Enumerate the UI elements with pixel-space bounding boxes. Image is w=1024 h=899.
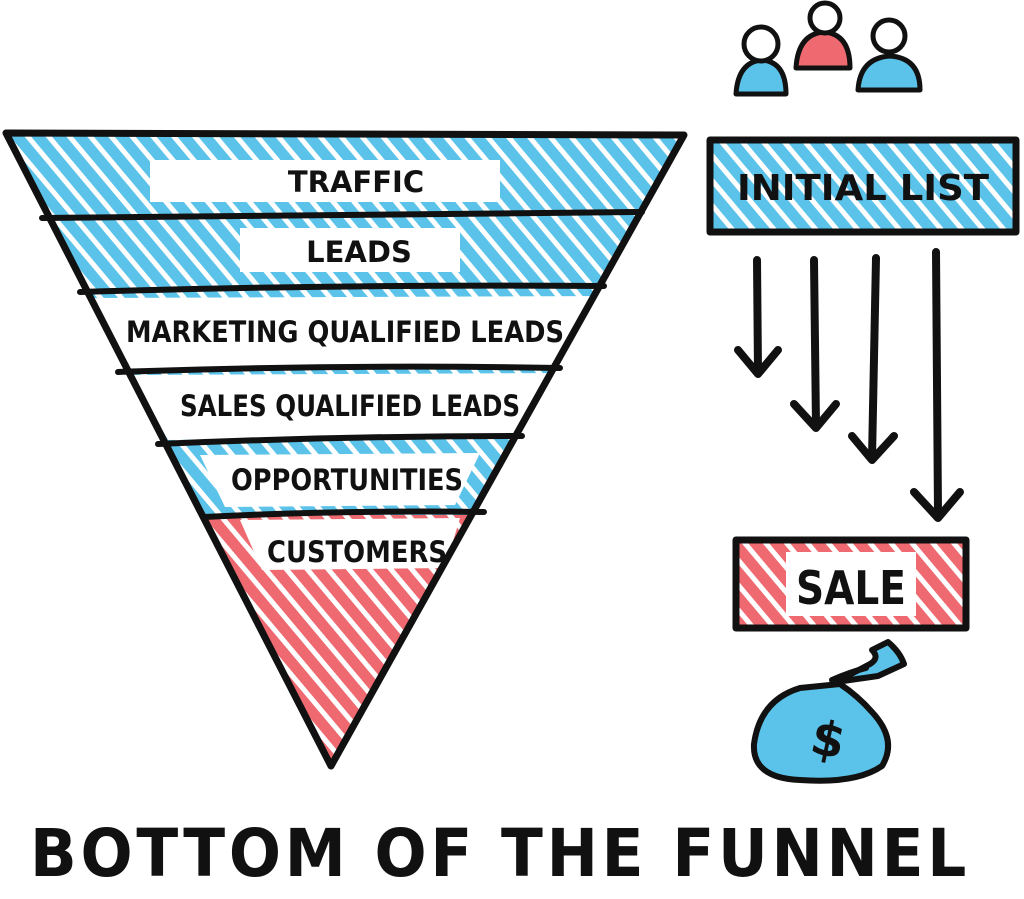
- person-icon: [855, 17, 923, 93]
- person-icon: [733, 24, 789, 97]
- funnel-outline: [2, 129, 688, 770]
- stage-label-opportunities: OPPORTUNITIES: [231, 463, 463, 497]
- down-arrow-icon: [910, 248, 964, 522]
- stage-label-mql: MARKETING QUALIFIED LEADS: [126, 315, 564, 349]
- down-arrow-icon: [848, 254, 898, 464]
- divider-3: [115, 363, 563, 375]
- stage-label-traffic: TRAFFIC: [288, 165, 424, 199]
- initial-list-box: INITIAL LIST: [706, 136, 1020, 236]
- stage-label-sql: SALES QUALIFIED LEADS: [180, 389, 520, 423]
- label-band-leads: [240, 228, 460, 272]
- initial-list-label: INITIAL LIST: [737, 168, 989, 209]
- down-arrow-icon: [734, 256, 782, 378]
- stage-label-customers: CUSTOMERS: [267, 535, 447, 569]
- label-band-customers: [240, 518, 460, 570]
- arrows: [734, 248, 964, 522]
- sale-box: SALE: [732, 536, 970, 632]
- sale-label: SALE: [796, 561, 906, 615]
- funnel: TRAFFIC LEADS MARKETING QUALIFIED LEADS …: [2, 129, 688, 770]
- money-bag-icon: $: [750, 639, 907, 784]
- down-arrow-icon: [790, 256, 840, 432]
- divider-5: [201, 508, 487, 520]
- label-band-sql: [130, 373, 560, 440]
- stage-label-leads: LEADS: [306, 235, 412, 269]
- people-icons: [733, 0, 923, 97]
- divider-1: [39, 209, 645, 221]
- person-icon: [793, 0, 853, 71]
- divider-4: [155, 433, 525, 447]
- label-band-traffic: [150, 160, 500, 202]
- label-band-mql: [80, 296, 620, 370]
- divider-2: [77, 282, 607, 295]
- footer-title: BOTTOM OF THE FUNNEL: [30, 815, 970, 892]
- label-band-opportunities: [200, 453, 480, 507]
